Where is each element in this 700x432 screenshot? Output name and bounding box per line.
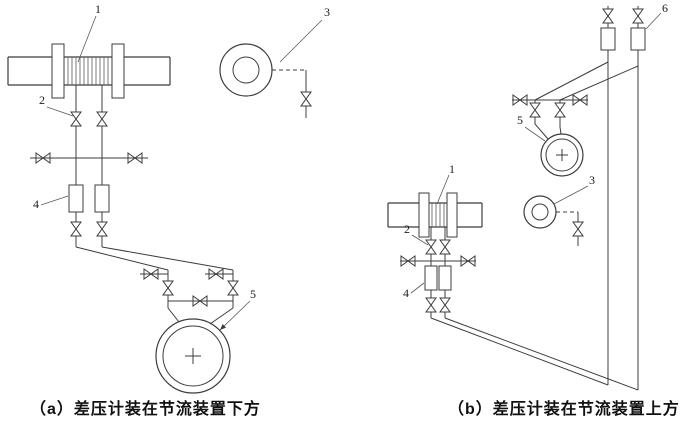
label-pot-a: 4 [33, 197, 39, 211]
shutoff-valve-icon [162, 280, 174, 296]
leader-line [410, 282, 425, 294]
pipe-b [387, 202, 483, 228]
shutoff-valve-icon [96, 111, 108, 127]
shutoff-valve-icon [70, 221, 82, 237]
vent-valve-icon [602, 8, 614, 24]
flange-left-a [51, 43, 65, 99]
impulse-lines-a [30, 70, 307, 325]
orifice-plate-icon [431, 203, 445, 227]
label-dpmeter-b: 5 [517, 113, 523, 127]
orifice-plate-icon [67, 57, 109, 85]
shutoff-valve-icon [529, 102, 541, 118]
label-orifice-a: 1 [95, 2, 101, 16]
gas-collector-icon [600, 27, 616, 51]
flange-right-a [111, 43, 125, 99]
leader-line [645, 12, 662, 30]
label-pot-b: 4 [403, 286, 409, 300]
differential-pressure-meter-icon [540, 133, 584, 177]
vent-valve-icon [632, 8, 644, 24]
condenser-pot-icon [68, 184, 84, 213]
label-gauge-a: 3 [324, 5, 330, 19]
shutoff-valve-icon [554, 102, 566, 118]
condenser-pot-icon [438, 265, 452, 291]
shutoff-valve-icon [70, 111, 82, 127]
leader-line [524, 126, 546, 142]
diagram-a: 1 2 3 4 5 [7, 2, 330, 394]
leader-line [279, 19, 323, 63]
leader-line [40, 195, 69, 206]
flange-left-b [418, 192, 430, 238]
condenser-pot-icon [424, 265, 438, 291]
shutoff-valve-icon [439, 239, 451, 255]
leader-arrowhead [220, 324, 226, 330]
leader-line [46, 106, 74, 117]
gas-collector-icon [630, 27, 646, 51]
shutoff-valve-icon [227, 280, 239, 296]
flange-right-b [446, 192, 458, 238]
leader-line [411, 234, 429, 246]
shutoff-valve-icon [96, 221, 108, 237]
label-valve-b: 2 [404, 222, 410, 236]
gauge-valve-icon [300, 91, 312, 107]
label-orifice-b: 1 [449, 162, 455, 176]
caption-a: （a）差压计装在节流装置下方 [30, 399, 261, 418]
shutoff-valve-icon [425, 239, 437, 255]
leader-line [436, 174, 450, 205]
pressure-gauge-icon [219, 43, 273, 97]
leader-line [219, 300, 251, 331]
diagram-b: 1 2 3 4 5 6 [387, 1, 668, 391]
caption-b: （b）差压计装在节流装置上方 [448, 399, 680, 418]
pressure-gauge-icon [523, 195, 557, 229]
shutoff-valve-icon [439, 297, 451, 313]
leader-line [77, 15, 97, 63]
label-valve-a: 2 [39, 93, 45, 107]
impulse-lines-b [400, 6, 639, 391]
leader-line [553, 185, 589, 205]
pipe-a [7, 56, 171, 86]
label-dpmeter-a: 5 [250, 287, 256, 301]
label-collector-b: 6 [662, 1, 668, 15]
condenser-pot-icon [94, 184, 110, 213]
label-gauge-b: 3 [589, 173, 595, 187]
differential-pressure-meter-icon [155, 318, 231, 394]
gauge-valve-icon [572, 221, 584, 237]
shutoff-valve-icon [425, 297, 437, 313]
